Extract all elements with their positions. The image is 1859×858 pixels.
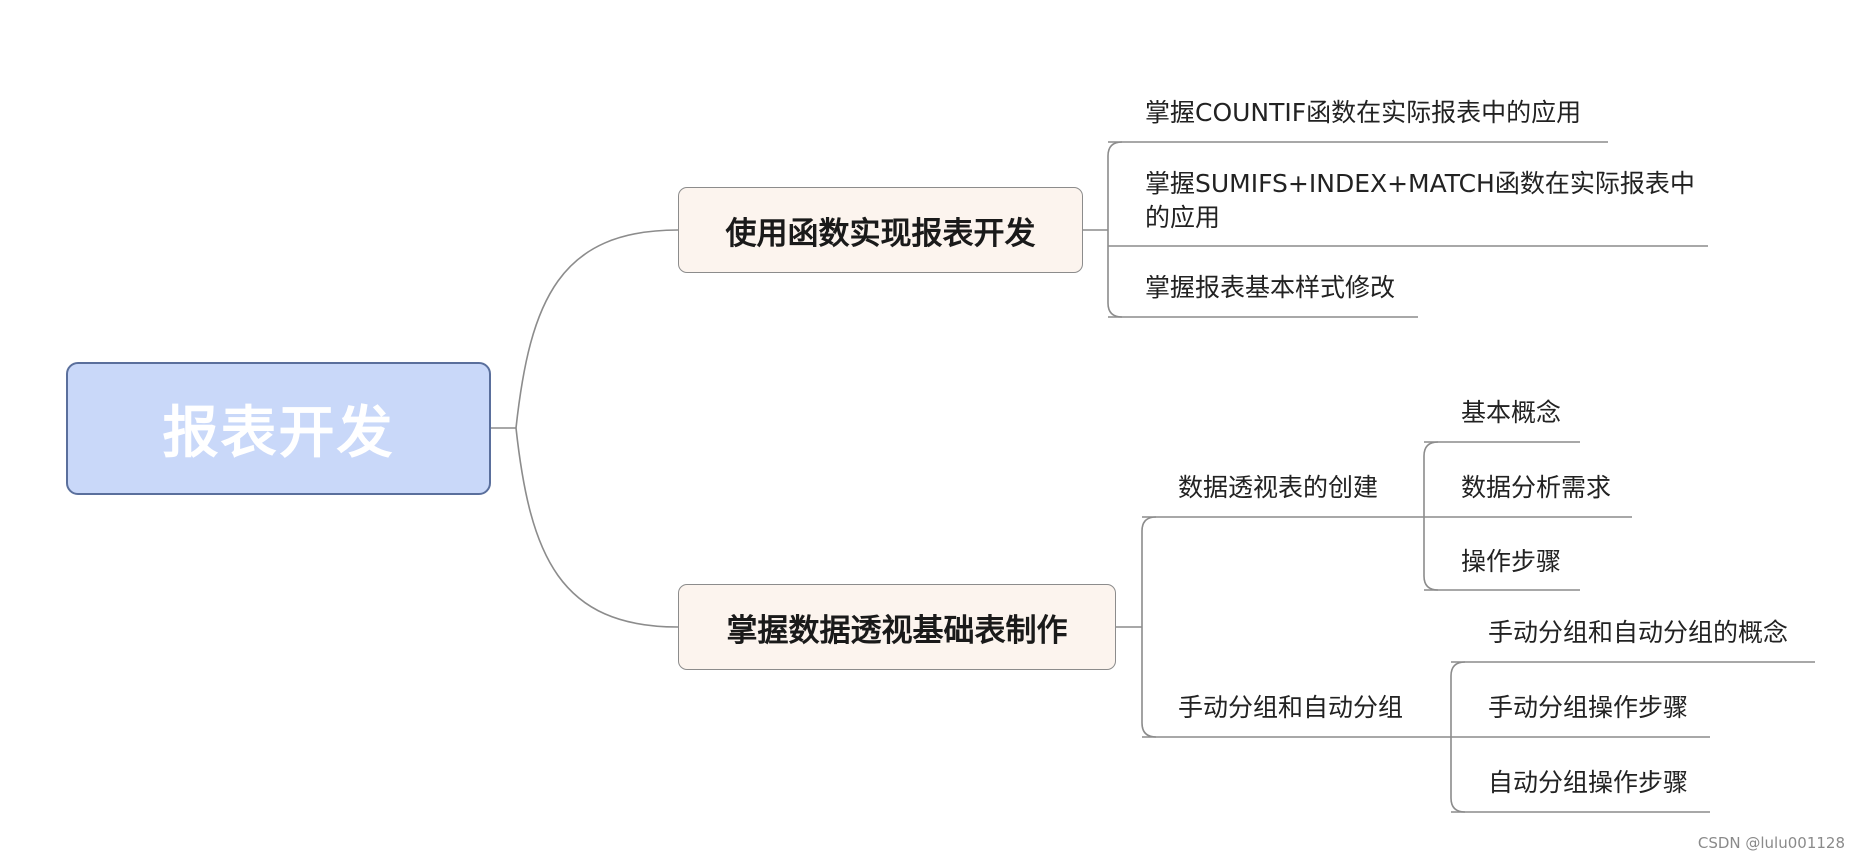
sub-node-grouping[interactable]: 手动分组和自动分组	[1178, 693, 1404, 722]
branch-node-2-label: 掌握数据透视基础表制作	[726, 612, 1068, 649]
connector-sub-1-bracket	[1423, 441, 1439, 591]
root-node[interactable]: 报表开发	[66, 362, 491, 495]
branch-node-1-label: 使用函数实现报表开发	[725, 215, 1036, 252]
leaf-operation-steps[interactable]: 操作步骤	[1461, 547, 1562, 576]
connector-branch-1-bracket	[1107, 141, 1123, 318]
connector-root-branch-2	[515, 427, 679, 628]
leaf-countif[interactable]: 掌握COUNTIF函数在实际报表中的应用	[1145, 98, 1582, 127]
leaf-auto-grouping-steps[interactable]: 自动分组操作步骤	[1488, 768, 1689, 797]
connector-branch-2-bracket	[1141, 516, 1157, 738]
watermark: CSDN @lulu001128	[1697, 834, 1845, 852]
leaf-grouping-concept[interactable]: 手动分组和自动分组的概念	[1488, 618, 1789, 647]
leaf-basic-concept[interactable]: 基本概念	[1461, 398, 1562, 427]
connector-root-branch-1	[515, 229, 679, 429]
branch-node-2[interactable]: 掌握数据透视基础表制作	[678, 584, 1116, 670]
branch-node-1[interactable]: 使用函数实现报表开发	[678, 187, 1083, 273]
leaf-report-style[interactable]: 掌握报表基本样式修改	[1145, 273, 1396, 302]
root-node-label: 报表开发	[162, 401, 395, 466]
sub-node-pivot-create[interactable]: 数据透视表的创建	[1178, 473, 1379, 502]
leaf-manual-grouping-steps[interactable]: 手动分组操作步骤	[1488, 693, 1689, 722]
leaf-analysis-requirement[interactable]: 数据分析需求	[1461, 473, 1612, 502]
leaf-sumifs-index-match[interactable]: 掌握SUMIFS+INDEX+MATCH函数在实际报表中的应用	[1145, 169, 1695, 232]
